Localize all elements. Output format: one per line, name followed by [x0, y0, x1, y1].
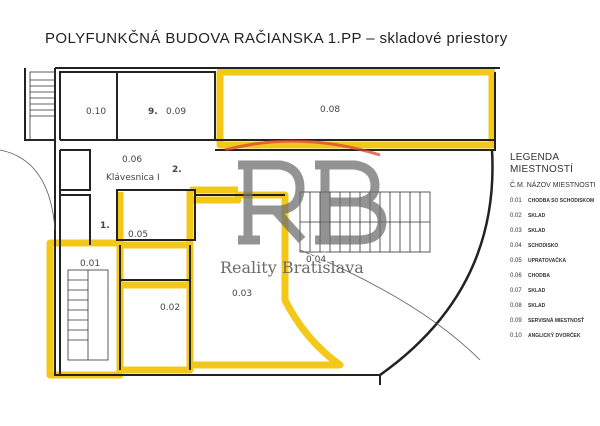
walls: [24, 67, 500, 385]
legend-row: 0.05 UPRATOVAČKA: [510, 258, 596, 265]
legend-header: Č.M. NÁZOV MIESTNOSTI: [510, 182, 596, 189]
highlight-room-002: [116, 281, 194, 374]
door-arc: [299, 249, 481, 361]
legend-no: 0.08: [510, 303, 522, 309]
legend-name: ANGLICKÝ DVORČEK: [528, 333, 581, 339]
legend-row: 0.02 SKLAD: [510, 213, 596, 220]
room-label-006: 0.06: [122, 155, 142, 165]
legend-name: SCHODISKO: [528, 243, 559, 249]
room-label-002: 0.02: [160, 303, 180, 313]
legend-row: 0.01 CHODBA SO SCHODISKOM: [510, 198, 596, 205]
legend-row: 0.10 ANGLICKÝ DVORČEK: [510, 333, 596, 340]
legend-name: SKLAD: [528, 213, 546, 219]
staircase-top-left: [29, 71, 56, 141]
legend-no: 0.02: [510, 213, 522, 219]
highlight-room-008: [216, 68, 496, 149]
legend-no: 0.09: [510, 318, 522, 324]
stair-label: Klávesnica I: [106, 173, 160, 183]
room-mark-2: 2.: [172, 165, 182, 175]
highlight-room-003: [186, 191, 344, 369]
room-mark-1: 1.: [100, 221, 110, 231]
legend-row: 0.04 SCHODISKO: [510, 243, 596, 250]
watermark-logo: [224, 139, 387, 245]
legend-name: SERVISNÁ MIESTNOSŤ: [528, 318, 585, 324]
legend-no: 0.07: [510, 288, 522, 294]
legend-name: SKLAD: [528, 228, 546, 234]
room-label-010: 0.10: [86, 107, 106, 117]
room-label-008: 0.08: [320, 105, 340, 115]
legend-name: SKLAD: [528, 303, 546, 309]
staircase-room-001: [67, 269, 109, 361]
legend-no: 0.03: [510, 228, 522, 234]
legend-name: SKLAD: [528, 288, 546, 294]
legend-row: 0.06 CHODBA: [510, 273, 596, 280]
legend-no: 0.06: [510, 273, 522, 279]
legend-no: 0.10: [510, 333, 522, 339]
watermark-text: Reality Bratislava: [220, 258, 364, 277]
room-label-004: 0.04: [306, 255, 326, 265]
legend-row: 0.08 SKLAD: [510, 303, 596, 310]
room-label-009: 0.09: [166, 107, 186, 117]
legend-name: CHODBA: [528, 273, 550, 279]
room-label-003: 0.03: [232, 289, 252, 299]
legend-no: 0.05: [510, 258, 522, 264]
legend-row: 0.09 SERVISNÁ MIESTNOSŤ: [510, 318, 596, 325]
legend-name: CHODBA SO SCHODISKOM: [528, 198, 595, 204]
outer-arc: [0, 149, 56, 231]
plan-title: POLYFUNKČNÁ BUDOVA RAČIANSKA 1.PP – skla…: [45, 30, 508, 47]
legend-row: 0.07 SKLAD: [510, 288, 596, 295]
room-label-001: 0.01: [80, 259, 100, 269]
legend-no: 0.04: [510, 243, 522, 249]
highlight-corridor: [116, 186, 238, 249]
room-legend: LEGENDA MIESTNOSTÍ Č.M. NÁZOV MIESTNOSTI…: [510, 152, 596, 340]
staircase-room-004: [299, 191, 431, 253]
legend-title: LEGENDA MIESTNOSTÍ: [510, 152, 574, 175]
room-mark-9: 9.: [148, 107, 158, 117]
room-label-005: 0.05: [128, 230, 148, 240]
legend-no: 0.01: [510, 198, 522, 204]
legend-name: UPRATOVAČKA: [528, 258, 567, 264]
legend-row: 0.03 SKLAD: [510, 228, 596, 235]
